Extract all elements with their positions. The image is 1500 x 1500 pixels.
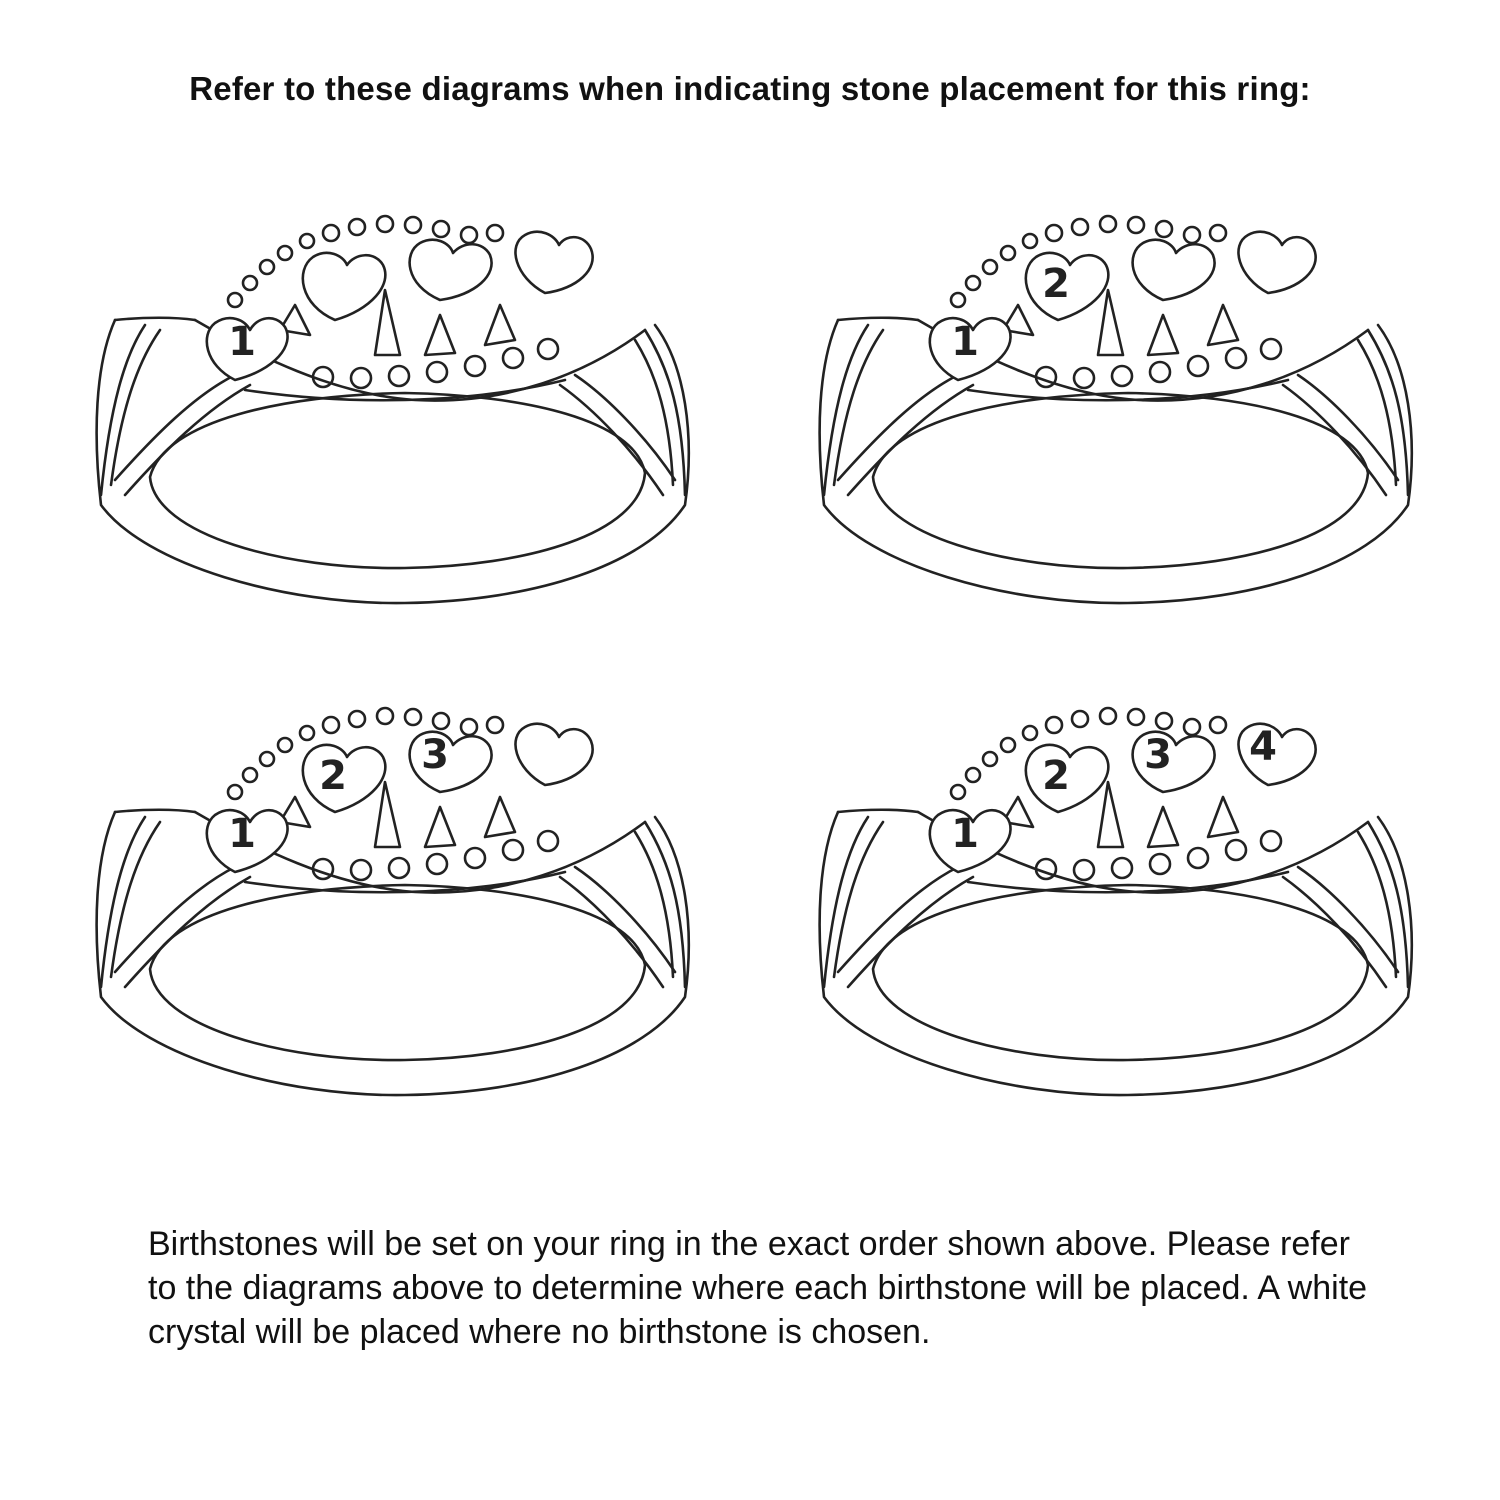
stone-label-1: 1 xyxy=(228,319,256,365)
stone-label-3: 3 xyxy=(421,732,449,778)
stone-label-4: 4 xyxy=(1249,724,1277,770)
stone-label-2: 2 xyxy=(1042,261,1070,307)
ring-diagram-4-stones: 1 2 3 4 xyxy=(808,697,1428,1117)
stone-label-2: 2 xyxy=(319,753,347,799)
stone-label-1: 1 xyxy=(228,811,256,857)
stone-label-1: 1 xyxy=(951,811,979,857)
page-title: Refer to these diagrams when indicating … xyxy=(189,70,1311,107)
ring-diagram-3-stones: 1 2 3 xyxy=(85,697,705,1117)
placement-note: Birthstones will be set on your ring in … xyxy=(148,1225,1368,1351)
stone-label-1: 1 xyxy=(951,319,979,365)
ring-diagram-1-stone: 1 xyxy=(85,205,705,625)
stone-label-2: 2 xyxy=(1042,753,1070,799)
ring-diagram-2-stones: 1 2 xyxy=(808,205,1428,625)
stone-label-3: 3 xyxy=(1144,732,1172,778)
